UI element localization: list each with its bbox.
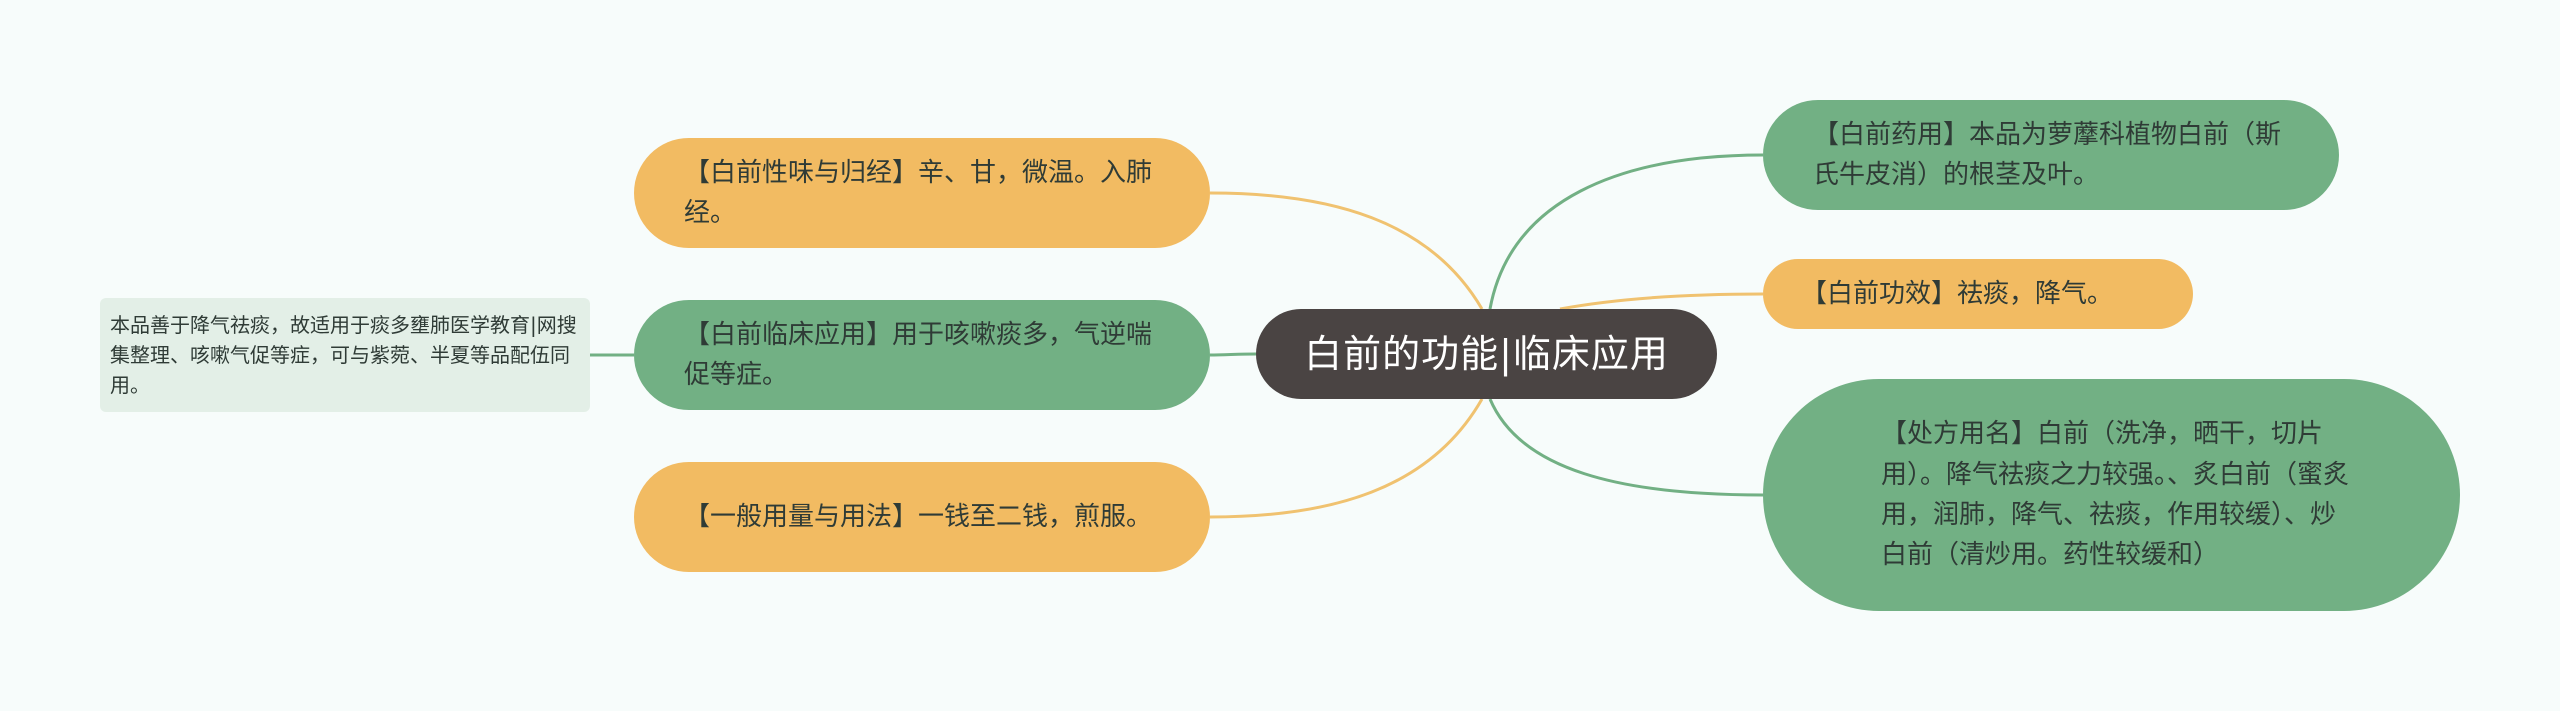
link-center-right-2 — [1559, 292, 1764, 311]
topic-text: 【白前临床应用】用于咳嗽痰多，气逆喘促等症。 — [684, 319, 1153, 390]
topic-prescription-names[interactable]: 【处方用名】白前（洗净，晒干，切片用）。降气祛痰之力较强。、炙白前（蜜炙用，润肺… — [1763, 379, 2460, 611]
link-center-left-1 — [1209, 191, 1484, 310]
topic-clinical-use[interactable]: 【白前临床应用】用于咳嗽痰多，气逆喘促等症。 — [634, 300, 1210, 410]
topic-nature-meridian[interactable]: 【白前性味与归经】辛、甘，微温。入肺经。 — [634, 138, 1210, 248]
topic-text: 【一般用量与用法】一钱至二钱，煎服。 — [684, 501, 1153, 532]
link-center-right-3 — [1488, 398, 1764, 497]
center-topic-label: 白前的功能|临床应用 — [1304, 331, 1669, 376]
center-topic[interactable]: 白前的功能|临床应用 — [1256, 309, 1717, 399]
topic-efficacy[interactable]: 【白前功效】祛痰，降气。 — [1763, 259, 2193, 329]
note-clinical-detail[interactable]: 本品善于降气祛痰，故适用于痰多壅肺医学教育|网搜集整理、咳嗽气促等症，可与紫菀、… — [100, 298, 590, 412]
topic-text: 【白前功效】祛痰，降气。 — [1801, 278, 2114, 309]
topic-text: 【处方用名】白前（洗净，晒干，切片用）。降气祛痰之力较强。、炙白前（蜜炙用，润肺… — [1881, 419, 2350, 571]
topic-medicinal-source[interactable]: 【白前药用】本品为萝藦科植物白前（斯氏牛皮消）的根茎及叶。 — [1763, 100, 2339, 210]
topic-text: 【白前性味与归经】辛、甘，微温。入肺经。 — [684, 157, 1153, 228]
topic-text: 【白前药用】本品为萝藦科植物白前（斯氏牛皮消）的根茎及叶。 — [1813, 119, 2282, 190]
link-center-left-2 — [1209, 352, 1257, 357]
note-text: 本品善于降气祛痰，故适用于痰多壅肺医学教育|网搜集整理、咳嗽气促等症，可与紫菀、… — [110, 313, 577, 397]
topic-dosage-usage[interactable]: 【一般用量与用法】一钱至二钱，煎服。 — [634, 462, 1210, 572]
link-center-left-3 — [1209, 398, 1484, 519]
link-center-right-1 — [1488, 153, 1764, 310]
